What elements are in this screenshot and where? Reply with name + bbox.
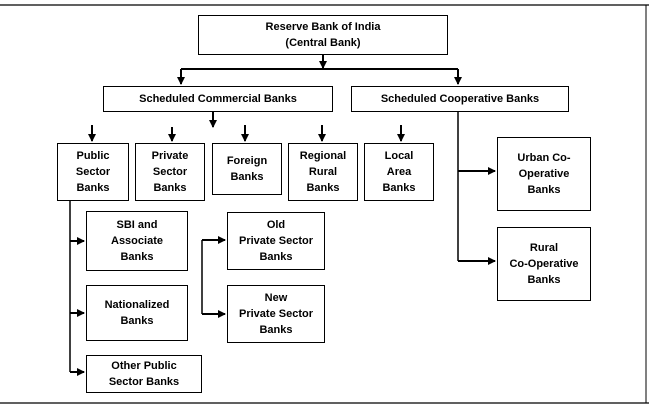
node-scheduled-cooperative-banks: Scheduled Cooperative Banks [351,86,569,112]
node-reserve-bank: Reserve Bank of India (Central Bank) [198,15,448,55]
node-old-private-sector-banks: Old Private Sector Banks [227,212,325,270]
node-regional-rural-banks: Regional Rural Banks [288,143,358,201]
node-foreign-banks: Foreign Banks [212,143,282,195]
node-rural-cooperative-banks: Rural Co-Operative Banks [497,227,591,301]
node-nationalized-banks: Nationalized Banks [86,285,188,341]
node-public-sector-banks: Public Sector Banks [57,143,129,201]
node-private-sector-banks: Private Sector Banks [135,143,205,201]
node-sbi-and-associate-banks: SBI and Associate Banks [86,211,188,271]
node-other-public-sector-banks: Other Public Sector Banks [86,355,202,393]
node-urban-cooperative-banks: Urban Co- Operative Banks [497,137,591,211]
node-local-area-banks: Local Area Banks [364,143,434,201]
node-scheduled-commercial-banks: Scheduled Commercial Banks [103,86,333,112]
node-new-private-sector-banks: New Private Sector Banks [227,285,325,343]
